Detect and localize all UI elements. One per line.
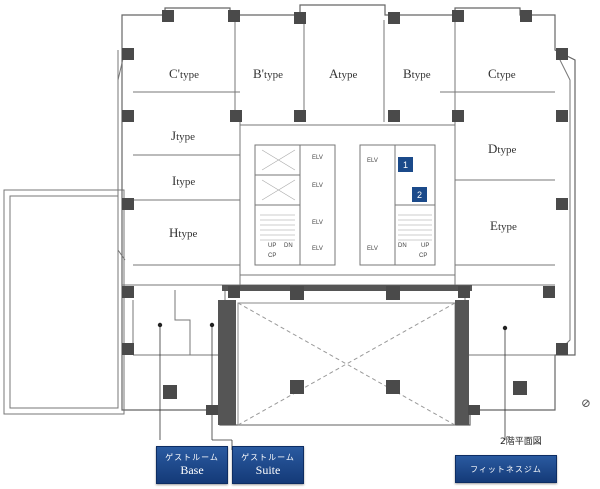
location-marker-1[interactable]: 1 (398, 157, 413, 172)
button-line1: ゲストルーム (165, 453, 219, 462)
cp-label: CP (268, 253, 277, 259)
elevator-label: ELV (312, 246, 323, 252)
stair-up-label: UP (421, 243, 430, 249)
unit-j-label: Jtype (171, 128, 196, 143)
left-wall (218, 300, 236, 425)
guest-room-base-button[interactable]: ゲストルーム Base (156, 446, 228, 484)
stair-down-label: DN (398, 243, 407, 249)
unit-a-label: Atype (329, 66, 358, 81)
pillars (122, 10, 568, 415)
elevator-label: ELV (312, 183, 323, 189)
unit-d-label: Dtype (488, 141, 517, 156)
unit-c-label: Ctype (488, 66, 516, 81)
right-wall (455, 300, 469, 425)
fitness-gym-button[interactable]: フィットネスジム (455, 455, 557, 483)
terrace-outline (3, 189, 125, 415)
button-line1: フィットネスジム (470, 464, 542, 474)
elevator-label: ELV (367, 158, 378, 164)
unit-i-label: Itype (172, 173, 196, 188)
button-line2: Suite (255, 463, 281, 477)
unit-b-label: Btype (403, 66, 431, 81)
location-marker-2[interactable]: 2 (412, 187, 427, 202)
guest-room-suite-button[interactable]: ゲストルーム Suite (232, 446, 304, 484)
unit-e-label: Etype (490, 218, 517, 233)
stair-down-label: DN (284, 243, 293, 249)
elevator-label: ELV (367, 246, 378, 252)
cp-label: CP (419, 253, 428, 259)
floor-label: 2階平面図 (500, 437, 542, 447)
unit-h-label: Htype (169, 225, 198, 240)
elevator-label: ELV (312, 155, 323, 161)
north-arrow-icon: ⊘ (581, 396, 592, 410)
button-line1: ゲストルーム (241, 453, 295, 462)
button-line2: Base (180, 463, 204, 477)
unit-b-prime-label: B'type (253, 66, 283, 81)
stair-up-label: UP (268, 243, 277, 249)
unit-c-prime-label: C'type (169, 66, 199, 81)
elevator-label: ELV (312, 220, 323, 226)
